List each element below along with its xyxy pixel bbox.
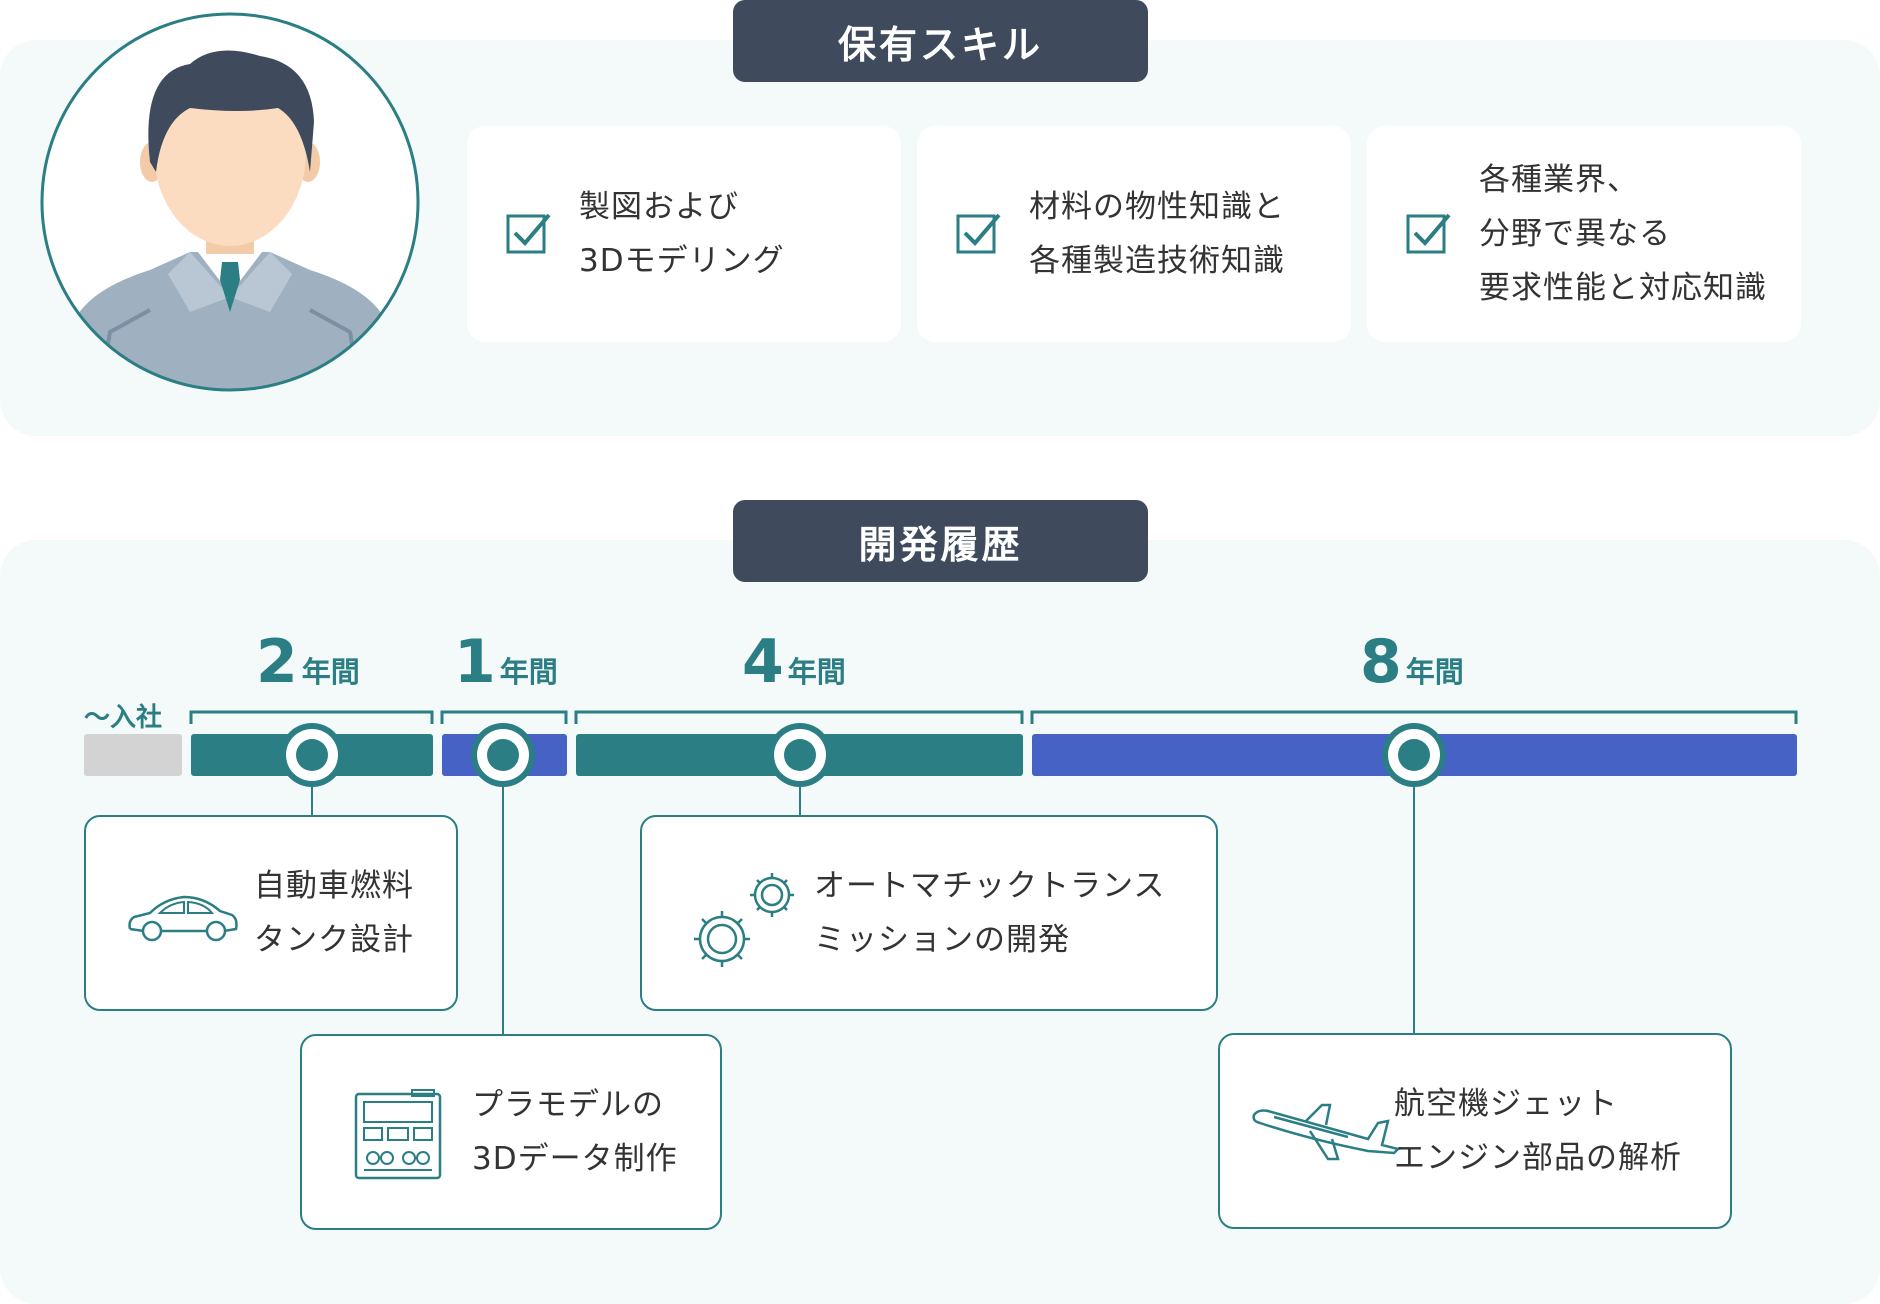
plastic-model-icon [354, 1089, 442, 1180]
airplane-icon [1252, 1103, 1401, 1161]
skill-card-materials: 材料の物性知識と 各種製造技術知識 [917, 126, 1351, 342]
skill-card-drafting: 製図および 3Dモデリング [467, 126, 901, 342]
event-text: オートマチックトランス ミッションの開発 [814, 817, 1165, 1009]
joined-company-label: 〜入社 [84, 703, 163, 733]
duration-bracket [1030, 710, 1798, 724]
skill-line: 分野で異なる [1479, 216, 1671, 252]
event-line: プラモデルの [472, 1087, 664, 1123]
duration-number: 4 [742, 627, 784, 697]
history-section-title: 開発履歴 [733, 500, 1148, 582]
skill-line: 各種業界、 [1479, 162, 1639, 198]
career-timeline [84, 710, 1798, 1035]
skills-section-title: 保有スキル [733, 0, 1148, 82]
event-line: 航空機ジェット [1394, 1086, 1618, 1122]
duration-unit: 年間 [1405, 655, 1464, 689]
duration-bracket [189, 710, 434, 724]
skill-text: 材料の物性知識と 各種製造技術知識 [1029, 126, 1341, 342]
duration-bracket [440, 710, 568, 724]
event-text: 自動車燃料 タンク設計 [254, 817, 414, 1009]
event-text: 航空機ジェット エンジン部品の解析 [1394, 1035, 1682, 1227]
duration-unit: 年間 [499, 655, 558, 689]
timeline-marker [1382, 723, 1446, 787]
event-line: タンク設計 [254, 922, 414, 958]
event-line: ミッションの開発 [814, 922, 1070, 958]
event-line: エンジン部品の解析 [1394, 1140, 1682, 1176]
history-card-jet-engine: 航空機ジェット エンジン部品の解析 [1218, 1033, 1732, 1229]
timeline-bar-pre-join [84, 734, 182, 776]
gears-icon [694, 873, 794, 967]
duration-number: 2 [256, 627, 298, 697]
engineer-avatar-icon [40, 12, 420, 392]
history-card-plastic-model: プラモデルの 3Dデータ制作 [300, 1034, 722, 1230]
skill-line: 要求性能と対応知識 [1479, 270, 1767, 306]
checkbox-checked-icon [506, 213, 551, 254]
duration-unit: 年間 [787, 655, 846, 689]
duration-unit: 年間 [301, 655, 360, 689]
history-card-transmission: オートマチックトランス ミッションの開発 [640, 815, 1218, 1011]
timeline-marker [471, 723, 535, 787]
skill-line: 各種製造技術知識 [1029, 243, 1285, 279]
event-line: 3Dデータ制作 [472, 1141, 678, 1177]
duration-number: 1 [454, 627, 496, 697]
checkbox-checked-icon [956, 213, 1001, 254]
duration-number: 8 [1360, 627, 1402, 697]
event-text: プラモデルの 3Dデータ制作 [472, 1036, 678, 1228]
event-line: 自動車燃料 [254, 868, 414, 904]
checkbox-checked-icon [1406, 213, 1451, 254]
history-card-fuel-tank: 自動車燃料 タンク設計 [84, 815, 458, 1011]
timeline-marker [280, 723, 344, 787]
skill-card-industry-requirements: 各種業界、 分野で異なる 要求性能と対応知識 [1367, 126, 1801, 342]
timeline-marker [768, 723, 832, 787]
event-line: オートマチックトランス [814, 868, 1166, 904]
skill-text: 製図および 3Dモデリング [579, 126, 891, 342]
skill-line: 製図および [579, 189, 739, 225]
skill-text: 各種業界、 分野で異なる 要求性能と対応知識 [1479, 126, 1791, 342]
skill-line: 材料の物性知識と [1029, 189, 1285, 225]
duration-bracket [574, 710, 1024, 724]
skill-line: 3Dモデリング [579, 243, 785, 279]
car-icon [128, 895, 238, 942]
